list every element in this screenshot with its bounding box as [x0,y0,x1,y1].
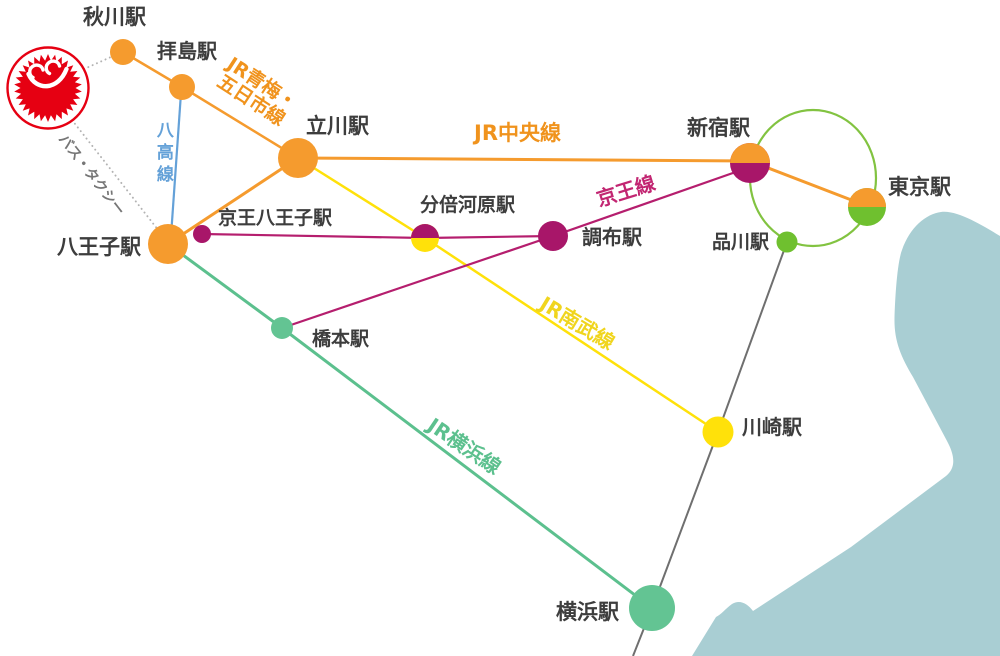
station-label-shinjuku: 新宿駅 [687,116,750,140]
station-label-haijima: 拝島駅 [157,39,217,63]
tokyo-bay-shape [692,211,1000,656]
station-dot-hashimoto [271,317,293,339]
logo-eye-right [44,59,62,76]
station-dot-tachikawa [278,138,318,178]
station-dot-tokyo-top [848,188,886,207]
starburst-logo-icon [6,46,90,130]
station-dot-akigawa [110,39,136,65]
station-dot-kawasaki [702,416,734,448]
station-label-hachioji: 八王子駅 [57,235,141,259]
station-label-chofu: 調布駅 [582,225,642,249]
station-label-shinagawa: 品川駅 [712,231,770,253]
station-dot-hachioji [148,224,188,264]
station-label-yokohama: 横浜駅 [556,600,619,624]
dotted-link-akigawa [83,56,112,70]
line-chuo [167,156,868,246]
station-label-kawasaki: 川崎駅 [742,415,802,439]
dotted-link-hachioji [71,119,160,232]
logo-eye-left [28,63,45,80]
station-label-bubaigawara: 分倍河原駅 [420,194,516,216]
station-label-hashimoto: 橋本駅 [312,328,370,350]
station-dot-bubaigawara-top [411,224,439,238]
station-dot-yokohama [629,585,675,631]
line-yamanote-loop [748,108,878,248]
station-label-tachikawa: 立川駅 [306,114,369,138]
line-label-hachiko: 八高線 [152,121,173,187]
station-label-akigawa: 秋川駅 [83,5,146,29]
line-hachiko [169,92,183,237]
station-dot-chofu [538,221,568,251]
station-dot-haijima [169,74,195,100]
line-keio-sagamihara [281,234,554,330]
line-tokaido [632,241,788,656]
station-label-keio-hachioji: 京王八王子駅 [218,207,333,229]
line-keio [201,165,751,240]
line-yokohama [167,242,653,610]
station-dot-keio-hachioji [193,225,211,243]
station-label-tokyo: 東京駅 [888,175,951,199]
station-dot-shinjuku-top [730,143,770,163]
station-dot-shinagawa [776,231,798,253]
line-label-chuo: JR中央線 [474,121,561,145]
